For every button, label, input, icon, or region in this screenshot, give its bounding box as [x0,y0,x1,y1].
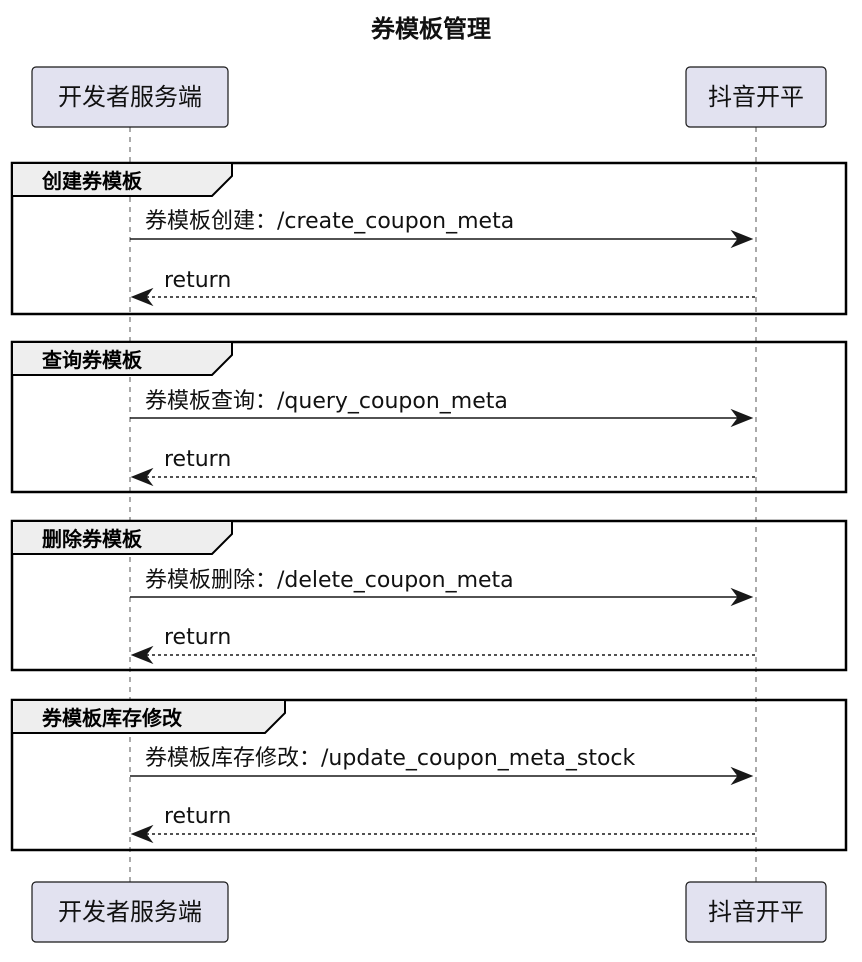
message-delete-return: return [130,625,756,665]
group-frame-query: 查询券模板 [10,340,848,494]
message-label: return [164,804,231,829]
message-query-call: 券模板查询：/query_coupon_meta [130,389,754,428]
participant-dev-bottom[interactable]: 开发者服务端 [31,881,229,943]
group-label: 创建券模板 [41,169,143,193]
group-label: 查询券模板 [42,348,143,372]
message-label: return [164,268,231,293]
message-create-call: 券模板创建：/create_coupon_meta [130,209,754,249]
participant-label: 抖音开平 [708,898,804,926]
participant-label: 开发者服务端 [58,898,202,926]
message-create-return: return [130,268,756,307]
message-label: 券模板创建：/create_coupon_meta [145,209,514,234]
participant-label: 开发者服务端 [58,83,202,111]
participant-label: 抖音开平 [708,83,804,111]
participant-dev-top[interactable]: 开发者服务端 [31,66,229,128]
message-delete-call: 券模板删除：/delete_coupon_meta [130,568,754,607]
message-stock-call: 券模板库存修改：/update_coupon_meta_stock [130,746,754,786]
message-label: 券模板删除：/delete_coupon_meta [145,568,514,593]
participant-douyin-bottom[interactable]: 抖音开平 [685,881,827,943]
group-frame-delete: 删除券模板 [10,519,848,672]
group-label: 删除券模板 [42,527,143,551]
message-label: 券模板查询：/query_coupon_meta [145,389,508,414]
message-label: 券模板库存修改：/update_coupon_meta_stock [145,746,636,771]
group-label: 券模板库存修改 [41,706,183,730]
message-label: return [164,625,231,650]
participant-douyin-top[interactable]: 抖音开平 [685,66,827,128]
diagram-title: 券模板管理 [371,15,491,43]
message-label: return [164,447,231,472]
message-stock-return: return [130,804,756,844]
message-query-return: return [130,447,756,487]
group-frame-stock: 券模板库存修改 [10,698,848,852]
group-frame-create: 创建券模板 [10,161,848,316]
